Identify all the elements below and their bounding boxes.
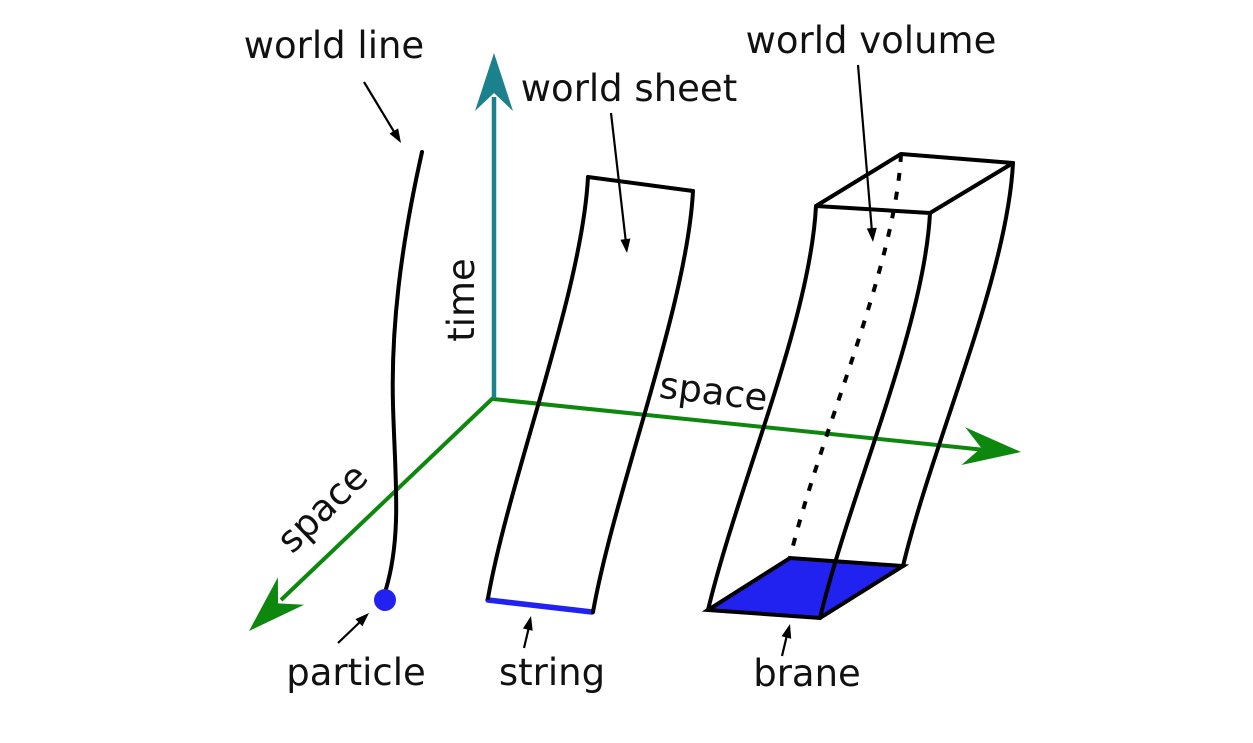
- world-volume-front-right-edge: [818, 211, 932, 620]
- space-axis-right-line: [492, 397, 986, 452]
- world-sheet-right-edge: [591, 189, 695, 614]
- world-volume-top-face: [814, 152, 1015, 215]
- world-volume-pointer-line: [856, 64, 874, 233]
- world-line-pointer-arrowhead-icon: [389, 128, 401, 143]
- world-volume-back-right-edge: [901, 161, 1015, 568]
- world-sheet-top-edge: [586, 175, 695, 193]
- world-line-label: world line: [244, 24, 424, 67]
- world-line-curve: [384, 150, 424, 591]
- world-volume-label: world volume: [746, 19, 997, 62]
- world-sheet-label: world sheet: [521, 67, 737, 110]
- particle-label: particle: [286, 651, 426, 694]
- labels: world line world sheet world volume time…: [244, 19, 997, 695]
- particle-dot: [374, 589, 396, 611]
- space-axis-right-arrowhead-icon: [961, 427, 1021, 465]
- brane-pointer-line: [780, 634, 789, 657]
- space-axis-left-label: space: [268, 455, 376, 561]
- string-pointer-arrowhead-icon: [522, 616, 533, 631]
- world-volume-pointer-arrowhead-icon: [866, 227, 877, 242]
- world-sheet-pointer-arrowhead-icon: [620, 238, 631, 253]
- axes-group: [249, 53, 1021, 631]
- time-axis-arrowhead-icon: [475, 53, 513, 111]
- annotation-arrows: [337, 64, 877, 657]
- world-volume-front-left-edge: [706, 204, 818, 612]
- space-axis-right-label: space: [657, 364, 770, 420]
- string-segment: [485, 597, 595, 615]
- world-sheet-left-edge: [486, 175, 590, 600]
- world-volume-back-left-edge-dashed: [788, 153, 903, 559]
- world-sheet-pointer-line: [609, 112, 628, 244]
- string-label: string: [499, 651, 605, 694]
- world-volume-group: [701, 152, 1015, 621]
- particle-pointer-line: [337, 620, 362, 644]
- space-axis-left-line: [279, 396, 495, 602]
- brane-pointer-arrowhead-icon: [781, 624, 792, 639]
- world-sheet-group: [485, 175, 695, 615]
- brane-label: brane: [753, 652, 861, 695]
- space-axis-left-arrowhead-icon: [249, 577, 305, 631]
- string-pointer-line: [522, 626, 531, 649]
- particle-pointer-arrowhead-icon: [355, 613, 369, 627]
- time-axis-label: time: [440, 258, 483, 342]
- brane-face: [701, 555, 910, 621]
- world-line-group: [374, 150, 424, 611]
- world-line-pointer-line: [363, 81, 397, 136]
